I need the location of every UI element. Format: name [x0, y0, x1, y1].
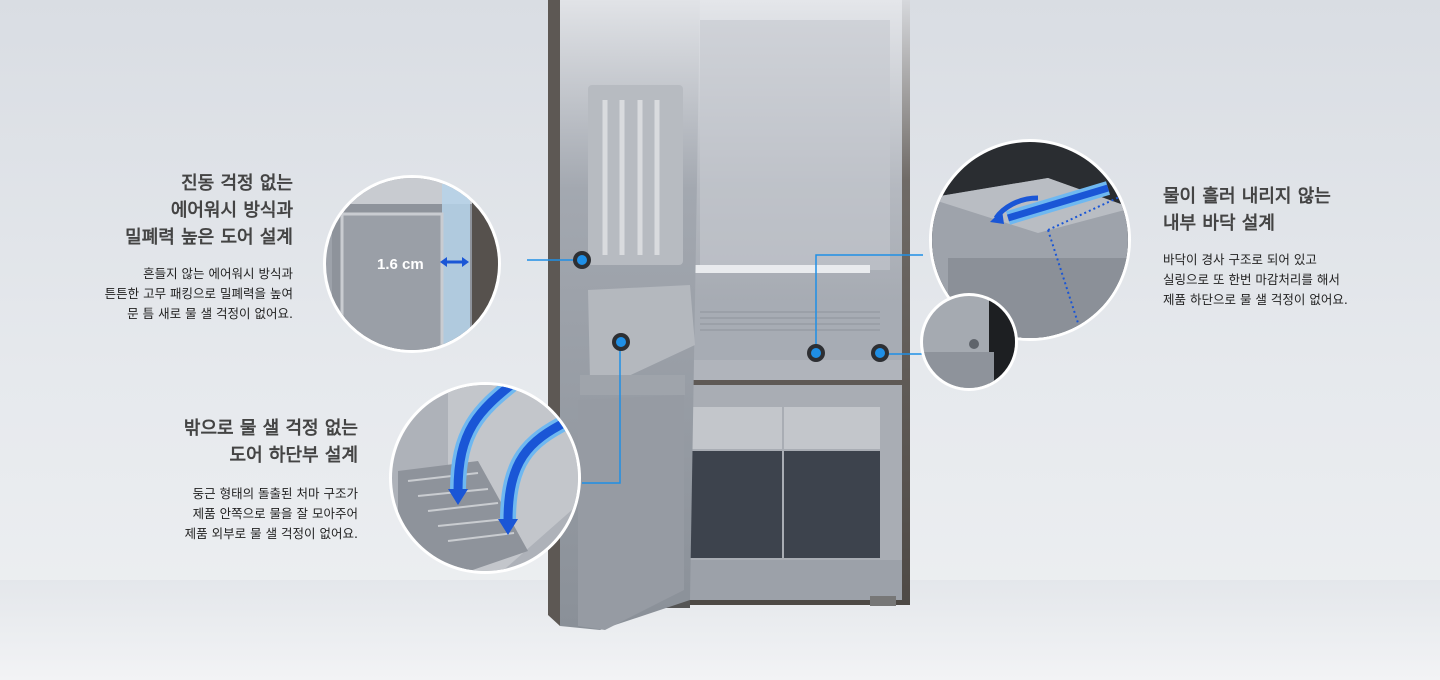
floor-design-description: 바닥이 경사 구조로 되어 있고 실링으로 또 한번 마감처리를 해서 제품 하…	[1163, 252, 1348, 307]
door-bottom-title: 밖으로 물 샐 걱정 없는 도어 하단부 설계	[183, 418, 358, 466]
zoom-sealing	[920, 293, 1018, 391]
floor-connector-line	[815, 254, 923, 352]
zoom-door-seal: 1.6 cm	[323, 175, 501, 353]
bottom-connector-line	[582, 342, 621, 484]
door-bottom-description: 둥근 형태의 돌출된 처마 구조가 제품 안쪽으로 물을 잘 모아주어 제품 외…	[184, 486, 358, 541]
marker-sealing	[871, 344, 889, 362]
marker-floor	[807, 344, 825, 362]
door-seal-title: 진동 걱정 없는 에어워시 방식과 밀폐력 높은 도어 설계	[125, 173, 293, 248]
floor-design-title: 물이 흘러 내리지 않는 내부 바닥 설계	[1163, 186, 1331, 234]
seal-measurement-label: 1.6 cm	[377, 256, 424, 273]
marker-seal	[573, 251, 591, 269]
marker-door-bottom	[612, 333, 630, 351]
door-seal-description: 흔들지 않는 에어워시 방식과 튼튼한 고무 패킹으로 밀폐력을 높여 문 틈 …	[104, 266, 293, 321]
zoom-door-bottom	[389, 382, 581, 574]
